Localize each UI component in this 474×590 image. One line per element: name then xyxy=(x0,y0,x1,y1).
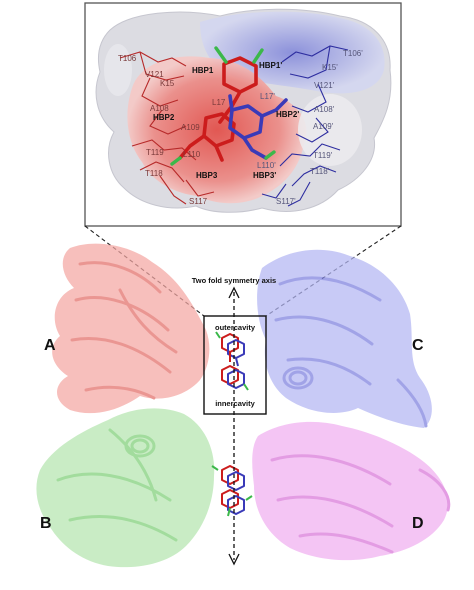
halogen-atoms xyxy=(170,46,276,166)
hbp2p-label: HBP2' xyxy=(276,110,299,119)
binding-site-inset: HBP1 HBP1' HBP2 HBP2' HBP3 HBP3' T106 V1… xyxy=(84,2,402,227)
chain-a-cartoon xyxy=(52,243,210,414)
residue-label-s117p: S117' xyxy=(276,197,296,206)
residue-label-v121: V121 xyxy=(145,70,164,79)
residue-label-k15: K15 xyxy=(160,79,175,88)
chain-c-label: C xyxy=(412,337,424,354)
residue-label-l110: L110 xyxy=(183,150,201,159)
residue-label-l110p: L110' xyxy=(257,161,276,170)
ligands-lower-cavity xyxy=(211,465,253,517)
hbp3p-label: HBP3' xyxy=(253,171,276,180)
chain-c-residue-sticks xyxy=(261,45,349,207)
chain-d-cartoon xyxy=(252,421,451,561)
residue-label-k15p: K15' xyxy=(322,63,338,72)
residue-label-l17: L17 xyxy=(212,98,226,107)
cavity-selection-box xyxy=(203,315,267,415)
hbp2-label: HBP2 xyxy=(153,113,175,122)
surface-red-pocket xyxy=(127,56,307,204)
residue-label-a109p: A109' xyxy=(313,122,334,131)
residue-label-a109: A109 xyxy=(181,123,200,132)
symmetry-axis-label: Two fold symmetry axis xyxy=(192,276,276,285)
surface-highlight xyxy=(104,44,132,96)
residue-label-t106: T106 xyxy=(118,54,137,63)
ligands-outer-cavity xyxy=(215,331,249,391)
residue-label-t106p: T106' xyxy=(343,49,363,58)
hbp1-label: HBP1 xyxy=(192,66,214,75)
hbp3-label: HBP3 xyxy=(196,171,218,180)
residue-label-a108: A108 xyxy=(150,104,169,113)
residue-label-a108p: A108' xyxy=(314,105,335,114)
chain-d-label: D xyxy=(412,515,424,532)
residue-label-t119p: T119' xyxy=(313,151,333,160)
chain-b-label: B xyxy=(40,515,52,532)
chain-a-residue-sticks xyxy=(119,51,215,205)
chain-a-label: A xyxy=(44,337,56,354)
residue-label-t118p: T118' xyxy=(310,167,330,176)
ligand-blue xyxy=(228,94,288,160)
residue-label-s117: S117 xyxy=(189,197,208,206)
outer-cavity-label: outercavity xyxy=(215,323,256,332)
residue-label-t119: T119 xyxy=(146,148,164,157)
residue-label-l17p: L17' xyxy=(260,92,275,101)
symmetry-axis xyxy=(228,286,240,566)
surface-highlight xyxy=(298,94,362,166)
hbp1p-label: HBP1' xyxy=(259,61,282,70)
chain-b-cartoon xyxy=(36,408,215,568)
chain-c-cartoon xyxy=(257,249,432,428)
residue-label-t118: T118 xyxy=(145,169,163,178)
residue-label-v121p: V121' xyxy=(314,81,335,90)
inner-cavity-label: innercavity xyxy=(215,399,255,408)
